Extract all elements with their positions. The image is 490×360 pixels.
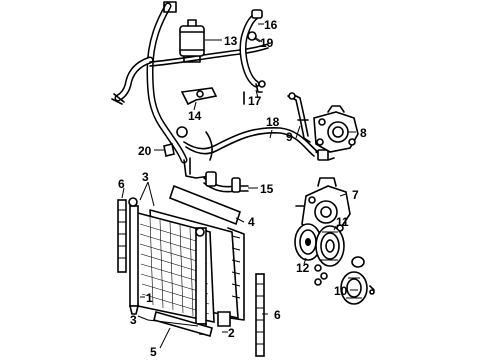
callout-16: 16 (264, 18, 278, 32)
callout-20: 20 (138, 144, 152, 158)
callout-3-top: 3 (142, 170, 149, 184)
callout-8: 8 (360, 126, 367, 140)
discharge-hose-assembly (239, 9, 266, 105)
callout-15: 15 (260, 182, 274, 196)
field-coil (340, 271, 368, 305)
callout-1: 1 (146, 291, 153, 305)
compressor-upper (313, 105, 359, 153)
callout-5: 5 (150, 345, 157, 359)
pulley (315, 225, 345, 267)
callout-2: 2 (228, 326, 235, 340)
callout-9: 9 (286, 130, 293, 144)
leader-lines (121, 23, 358, 349)
clutch-hub (294, 223, 322, 261)
liquid-line (183, 127, 335, 193)
callout-6-left: 6 (118, 177, 125, 191)
suction-hose-assembly (111, 1, 269, 179)
callout-3-bottom: 3 (130, 313, 137, 327)
compressor-hose (287, 92, 311, 143)
side-seal-right (255, 273, 265, 357)
compressor (295, 177, 351, 237)
callout-18: 18 (266, 115, 280, 129)
callout-7: 7 (352, 188, 359, 202)
callout-11: 11 (336, 215, 349, 229)
shims-and-snap-rings (314, 256, 375, 295)
callout-19: 19 (260, 36, 274, 50)
condenser-bracket (217, 311, 231, 327)
hose-fitting (158, 143, 175, 157)
callout-6-right: 6 (274, 308, 281, 322)
accumulator-drier (179, 19, 222, 63)
callout-14: 14 (188, 109, 202, 123)
condenser (128, 197, 245, 335)
callout-13: 13 (224, 34, 238, 48)
side-seal-left (117, 199, 127, 273)
upper-seal-strip (169, 184, 241, 226)
callout-17: 17 (248, 94, 262, 108)
callout-4: 4 (248, 215, 255, 229)
mounting-bracket (180, 87, 218, 106)
callout-12: 12 (296, 261, 310, 275)
callout-labels: 1 2 3 3 4 5 6 6 7 8 9 10 11 12 13 14 15 … (118, 18, 367, 359)
callout-10: 10 (334, 284, 348, 298)
